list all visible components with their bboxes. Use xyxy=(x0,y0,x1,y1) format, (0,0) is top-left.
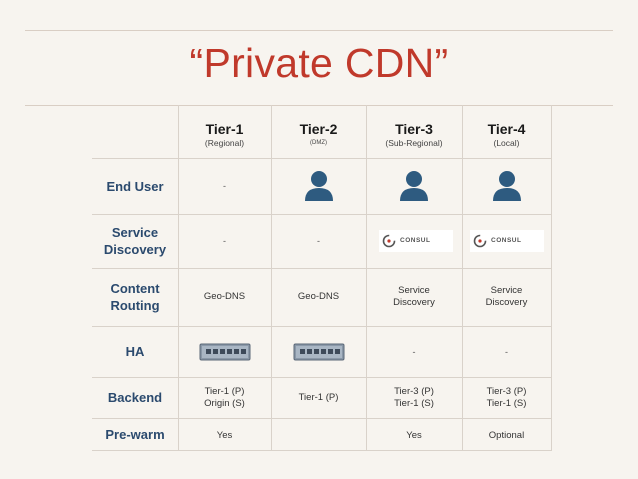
cell-ha-tier-2 xyxy=(271,326,366,377)
row-label-line: Service xyxy=(111,225,159,240)
row-label-service-discovery: Service Discovery xyxy=(92,214,178,268)
cell-text: Tier-1 (S) xyxy=(394,397,434,409)
cell-text: Yes xyxy=(216,430,233,441)
cell-text: Discovery xyxy=(485,297,528,308)
grid-line xyxy=(462,105,463,451)
cell-ha-tier-4: - xyxy=(462,326,551,377)
cell-text: Tier-1 (P) xyxy=(204,385,245,397)
row-label-ha: HA xyxy=(125,344,145,359)
column-title: Tier-1 xyxy=(205,121,244,137)
network-switch-icon xyxy=(199,343,250,360)
cell-backend-tier-4: Tier-3 (P) Tier-1 (S) xyxy=(462,377,551,418)
column-header-tier-3: Tier-3 (Sub-Regional) xyxy=(366,112,462,158)
cell-content-routing-tier-2: Geo-DNS xyxy=(271,268,366,326)
cell-end-user-tier-2 xyxy=(271,158,366,214)
cell-text: Yes xyxy=(406,430,422,441)
row-label-line: Content xyxy=(110,281,160,296)
cell-backend-tier-3: Tier-3 (P) Tier-1 (S) xyxy=(366,377,462,418)
column-title: Tier-4 xyxy=(487,121,526,137)
row-label-end-user: End User xyxy=(106,178,164,194)
cell-text: Optional xyxy=(488,430,525,441)
grid-line xyxy=(92,450,552,451)
consul-logo-text: CONSUL xyxy=(400,237,431,244)
cell-service-discovery-tier-2: - xyxy=(271,214,366,268)
cell-content-routing-tier-4: Service Discovery xyxy=(462,268,551,326)
cell-pre-warm-tier-4: Optional xyxy=(462,418,551,454)
grid-line xyxy=(92,418,552,419)
slide-title: “Private CDN” xyxy=(189,40,449,86)
cell-text: - xyxy=(223,181,226,191)
cell-pre-warm-tier-2 xyxy=(271,418,366,454)
cell-ha-tier-3: - xyxy=(366,326,462,377)
consul-mark-icon xyxy=(382,234,396,248)
grid-line xyxy=(271,105,272,451)
column-subtitle: (Sub-Regional) xyxy=(385,138,443,148)
cell-content-routing-tier-3: Service Discovery xyxy=(366,268,462,326)
cell-text: Discovery xyxy=(393,297,435,308)
column-title: Tier-2 xyxy=(299,121,338,137)
consul-logo-icon: CONSUL xyxy=(470,230,544,252)
top-rule xyxy=(25,30,613,31)
row-label-pre-warm: Pre-warm xyxy=(105,426,165,442)
cell-text: Tier-3 (P) xyxy=(394,385,434,397)
cell-text: Service xyxy=(490,285,523,296)
column-header-tier-2: Tier-2 (DMZ) xyxy=(271,112,366,158)
grid-line xyxy=(92,377,552,378)
cell-text: Origin (S) xyxy=(204,397,245,409)
user-icon xyxy=(400,171,428,201)
row-label-backend: Backend xyxy=(107,390,163,405)
cell-pre-warm-tier-1: Yes xyxy=(178,418,271,454)
column-header-tier-4: Tier-4 (Local) xyxy=(462,112,551,158)
column-subtitle: (DMZ) xyxy=(310,140,327,146)
grid-line xyxy=(366,105,367,451)
cell-text: Geo-DNS xyxy=(297,291,340,302)
grid-line xyxy=(92,158,552,159)
grid-line xyxy=(92,268,552,269)
cell-text: Tier-1 (S) xyxy=(486,397,527,409)
column-header-tier-1: Tier-1 (Regional) xyxy=(178,112,271,158)
cell-text: - xyxy=(505,346,508,357)
cell-pre-warm-tier-3: Yes xyxy=(366,418,462,454)
row-label-content-routing: Content Routing xyxy=(92,268,178,326)
cell-text: Tier-1 (P) xyxy=(298,391,339,403)
grid-line xyxy=(92,326,552,327)
cell-service-discovery-tier-3: CONSUL xyxy=(366,214,462,268)
row-label-line: Discovery xyxy=(103,242,167,257)
cell-text: - xyxy=(317,236,320,246)
column-subtitle: (Regional) xyxy=(204,138,245,148)
user-icon xyxy=(304,171,333,201)
grid-line xyxy=(551,105,552,451)
cell-service-discovery-tier-1: - xyxy=(178,214,271,268)
cell-text: Tier-3 (P) xyxy=(486,385,527,397)
network-switch-icon xyxy=(293,343,344,360)
cell-text: Service xyxy=(398,285,430,296)
cell-end-user-tier-4 xyxy=(462,158,551,214)
consul-logo-icon: CONSUL xyxy=(379,230,453,252)
consul-logo-text: CONSUL xyxy=(491,237,522,244)
column-title: Tier-3 xyxy=(395,121,433,137)
title-underline xyxy=(25,105,613,106)
consul-mark-icon xyxy=(473,234,487,248)
cell-backend-tier-1: Tier-1 (P) Origin (S) xyxy=(178,377,271,418)
cell-text: Geo-DNS xyxy=(203,291,246,302)
cell-backend-tier-2: Tier-1 (P) xyxy=(271,377,366,418)
user-icon xyxy=(492,171,521,201)
cell-end-user-tier-1: - xyxy=(178,158,271,214)
grid-line xyxy=(92,214,552,215)
cell-end-user-tier-3 xyxy=(366,158,462,214)
cell-ha-tier-1 xyxy=(178,326,271,377)
cell-content-routing-tier-1: Geo-DNS xyxy=(178,268,271,326)
cell-service-discovery-tier-4: CONSUL xyxy=(462,214,551,268)
column-subtitle: (Local) xyxy=(493,138,520,148)
cell-text: - xyxy=(223,236,226,246)
cell-text: - xyxy=(412,346,416,357)
grid-line xyxy=(178,105,179,451)
row-label-line: Routing xyxy=(110,298,160,313)
